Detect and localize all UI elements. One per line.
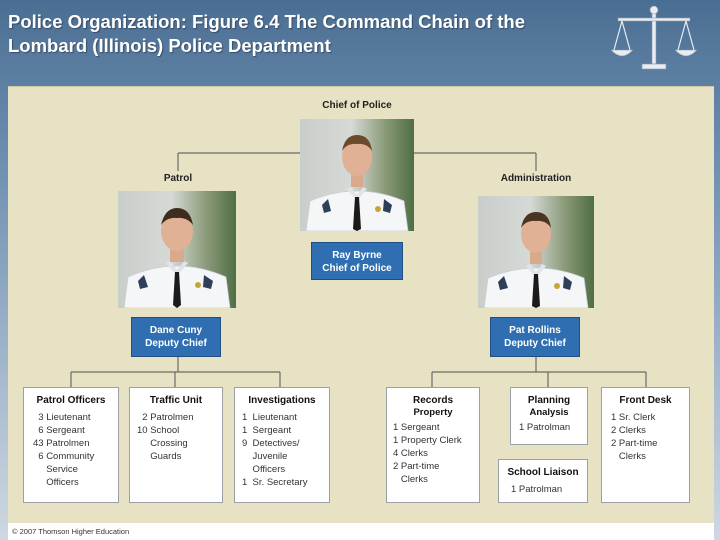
slide-title: Police Organization: Figure 6.4 The Comm… [8, 10, 598, 58]
patrol-deputy-name: Dane Cuny [149, 325, 203, 336]
unit-traffic: Traffic Unit 2 Patrolmen 10 School Cross… [129, 387, 223, 503]
admin-deputy-name-box: Pat Rollins Deputy Chief [490, 317, 580, 357]
chief-title: Chief of Police [322, 263, 392, 274]
scales-of-justice-icon [608, 4, 700, 74]
copyright-notice: © 2007 Thomson Higher Education [12, 527, 130, 536]
administration-label: Administration [500, 173, 572, 184]
unit-staffing: 1 Patrolman [511, 484, 563, 495]
footer-bar: © 2007 Thomson Higher Education [8, 523, 714, 540]
chief-name: Ray Byrne [332, 250, 382, 261]
unit-staffing: 1 Patrolman [519, 422, 571, 433]
chief-name-box: Ray Byrne Chief of Police [311, 242, 403, 280]
unit-title: Patrol Officers [36, 395, 106, 406]
unit-staffing: 1 Lieutenant 1 Sergeant 9 Detectives/ Ju… [242, 412, 308, 488]
patrol-deputy-name-box: Dane Cuny Deputy Chief [131, 317, 221, 357]
slide-title-line-1: Police Organization: Figure 6.4 The Comm… [8, 11, 526, 32]
unit-front-desk: Front Desk 1 Sr. Clerk 2 Clerks 2 Part-t… [601, 387, 690, 503]
unit-title: Front Desk [619, 395, 672, 406]
unit-title: School Liaison [507, 467, 579, 478]
unit-staffing: 1 Sergeant 1 Property Clerk 4 Clerks 2 P… [393, 422, 462, 485]
unit-investigations: Investigations 1 Lieutenant 1 Sergeant 9… [234, 387, 330, 503]
unit-title: Records [412, 395, 453, 406]
unit-staffing: 2 Patrolmen 10 School Crossing Guards [137, 412, 194, 462]
slide-title-line-2: Lombard (Illinois) Police Department [8, 35, 331, 56]
top-chief-label: Chief of Police [322, 100, 392, 111]
unit-title: Investigations [248, 395, 316, 406]
admin-deputy-photo [478, 196, 594, 308]
patrol-deputy-title: Deputy Chief [145, 338, 207, 349]
admin-deputy-name: Pat Rollins [509, 325, 561, 336]
unit-staffing: 1 Sr. Clerk 2 Clerks 2 Part-time Clerks [611, 412, 658, 462]
patrol-deputy-photo [118, 191, 236, 308]
unit-patrol-officers: Patrol Officers 3 Lieutenant 6 Sergeant … [23, 387, 119, 503]
admin-deputy-title: Deputy Chief [504, 338, 566, 349]
unit-planning: Planning Analysis 1 Patrolman [510, 387, 588, 445]
unit-staffing: 3 Lieutenant 6 Sergeant 43 Patrolmen 6 C… [33, 412, 95, 488]
patrol-label: Patrol [163, 173, 193, 184]
chief-photo [300, 119, 414, 231]
unit-subtitle: Property [413, 407, 453, 418]
org-chart-panel: Chief of Police Patrol Administration Ra… [8, 86, 714, 524]
unit-subtitle: Analysis [529, 407, 569, 418]
unit-records: Records Property 1 Sergeant 1 Property C… [386, 387, 480, 503]
unit-school-liaison: School Liaison 1 Patrolman [498, 459, 588, 503]
unit-title: Planning [527, 395, 571, 406]
unit-title: Traffic Unit [149, 395, 203, 406]
